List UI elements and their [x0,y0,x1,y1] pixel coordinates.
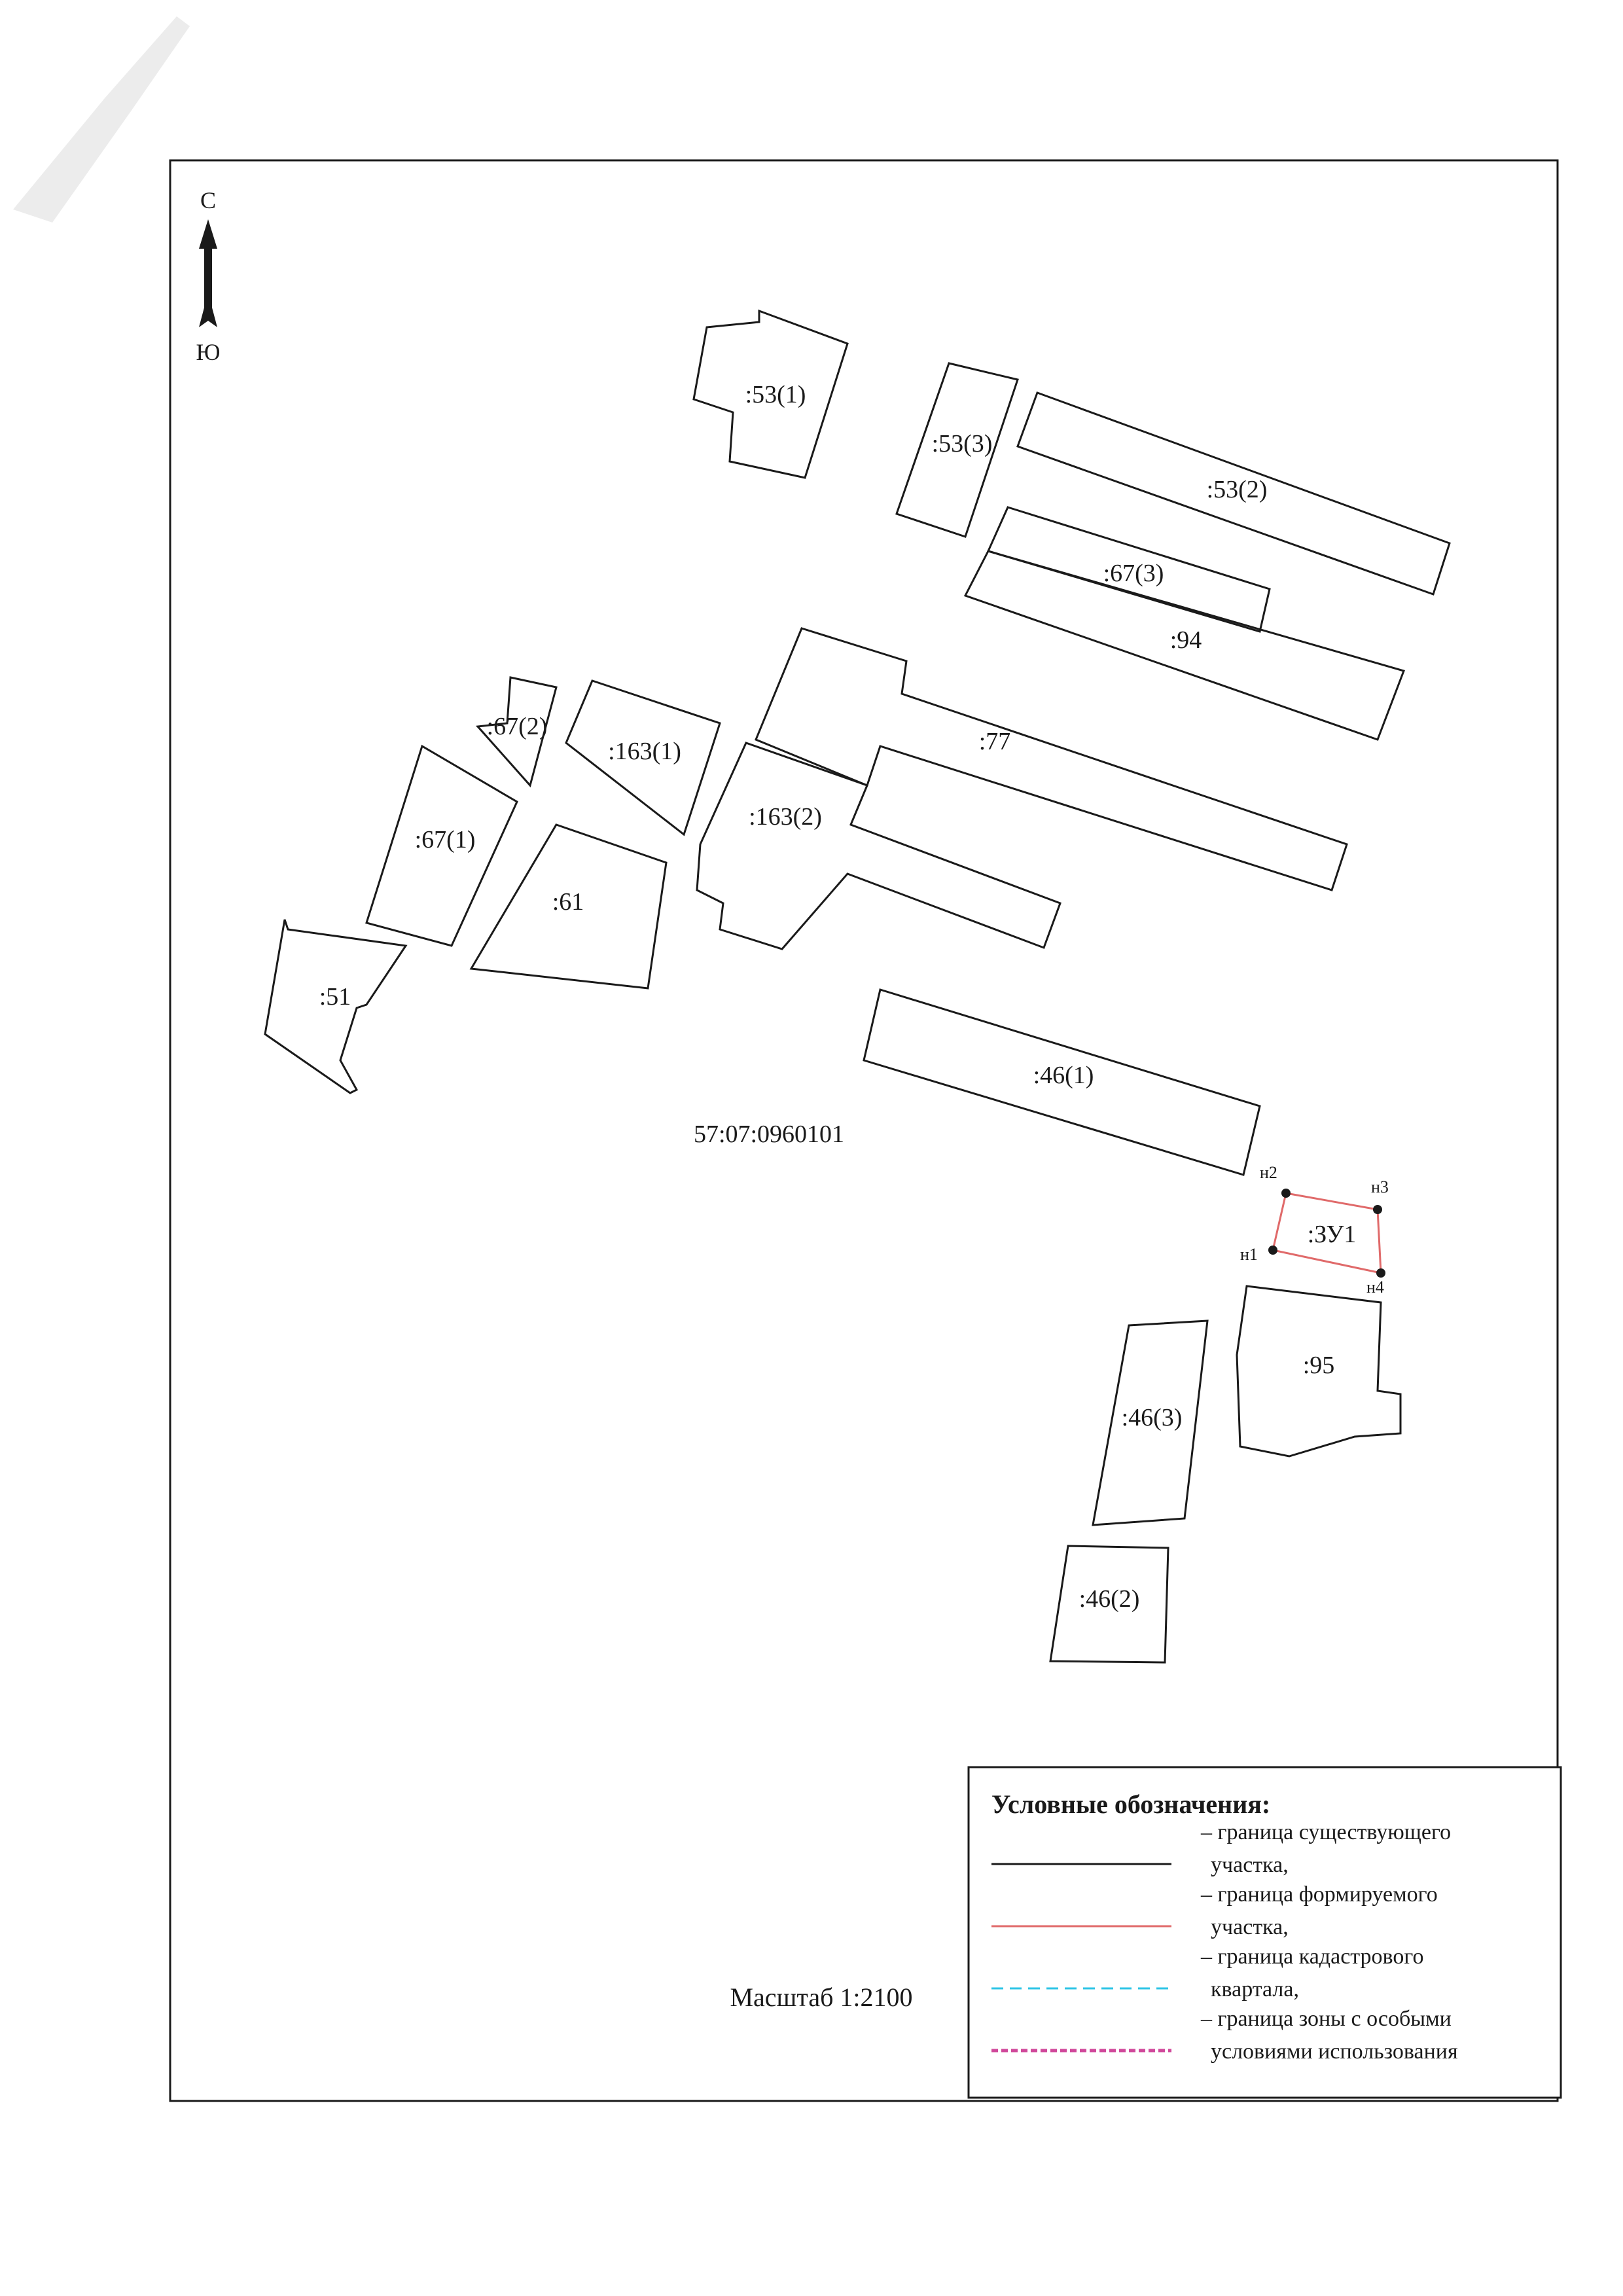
parcel-163-2[interactable]: :163(2) [696,742,1061,950]
scan-artefact [13,16,190,223]
arrow-icon [199,219,217,327]
parcel-label: :95 [1303,1352,1335,1379]
legend-item-new: – граница формируемого участка, [991,1882,1438,1939]
parcel-label: :46(2) [1079,1585,1140,1613]
parcel-label: :163(1) [608,738,681,765]
parcel-77[interactable]: :77 [755,627,1348,891]
north-label: С [200,187,216,213]
parcel-46-1[interactable]: :46(1) [863,988,1261,1176]
legend-item-existing: – граница существующего участка, [991,1820,1451,1877]
parcel-67-2[interactable]: :67(2) [475,676,558,788]
parcel-label: :67(2) [487,713,548,740]
vertex-marker [1373,1205,1382,1214]
legend-item-text: – граница формируемого [1200,1882,1438,1907]
parcel-label: :94 [1170,626,1202,654]
parcel-label: :67(3) [1103,560,1164,587]
legend-item-text: участка, [1211,1915,1289,1939]
parcel-label: :46(1) [1033,1062,1094,1089]
parcel-label: :163(2) [749,803,822,831]
north-arrow: С Ю [196,187,220,365]
existing-parcels: :53(1) :53(3) :53(2) :67(3) :94 :67(2) :… [264,309,1451,1664]
parcel-label: :53(3) [932,430,993,457]
parcel-53-1[interactable]: :53(1) [692,309,849,479]
legend-item-text: условиями использования [1211,2039,1458,2064]
vertex-marker [1281,1189,1291,1198]
parcel-46-2[interactable]: :46(2) [1049,1545,1169,1664]
legend-item-text: – граница кадастрового [1200,1945,1423,1969]
parcel-53-3[interactable]: :53(3) [895,362,1019,538]
parcel-label: :46(3) [1122,1404,1183,1431]
parcel-53-2[interactable]: :53(2) [1016,391,1451,596]
parcel-163-1[interactable]: :163(1) [565,679,721,836]
legend-box [967,1766,1562,2099]
new-parcel-zu1[interactable]: :ЗУ1 н1 н2 н3 н4 [1240,1163,1389,1297]
south-label: Ю [196,339,220,365]
map-frame [169,159,1559,2102]
parcel-label: :77 [979,728,1011,755]
legend-title: Условные обозначения: [991,1789,1270,1819]
parcel-label: :53(1) [745,381,806,408]
map-scale: Масштаб 1:2100 [730,1982,912,2012]
parcel-95[interactable]: :95 [1236,1285,1402,1458]
parcel-61[interactable]: :61 [469,823,668,990]
new-parcel-label: :ЗУ1 [1308,1221,1357,1248]
legend-item-text: участка, [1211,1853,1289,1877]
parcel-label: :53(2) [1207,476,1268,503]
cadastral-quarter-label: 57:07:0960101 [694,1121,844,1148]
parcel-94[interactable]: :94 [963,550,1405,741]
vertex-label-n4: н4 [1366,1278,1384,1297]
vertex-marker [1268,1246,1277,1255]
vertex-marker [1376,1268,1385,1278]
parcel-67-1[interactable]: :67(1) [365,744,518,947]
parcel-label: :61 [552,888,584,916]
legend-item-text: – граница зоны с особыми [1200,2007,1452,2031]
legend-item-text: квартала, [1211,1977,1299,2001]
vertex-label-n3: н3 [1371,1177,1389,1196]
parcel-46-3[interactable]: :46(3) [1092,1319,1209,1526]
legend-item-text: – граница существующего [1200,1820,1451,1844]
parcel-label: :67(1) [415,826,476,853]
parcel-51[interactable]: :51 [264,919,408,1094]
legend-item-zone: – граница зоны с особыми условиями испол… [991,2007,1458,2064]
legend-item-quarter: – граница кадастрового квартала, [991,1945,1423,2001]
legend: Условные обозначения: – граница существу… [967,1766,1562,2099]
vertex-label-n1: н1 [1240,1245,1258,1264]
vertex-label-n2: н2 [1260,1163,1277,1182]
parcel-label: :51 [319,983,351,1011]
parcel-67-3[interactable]: :67(3) [986,506,1271,633]
